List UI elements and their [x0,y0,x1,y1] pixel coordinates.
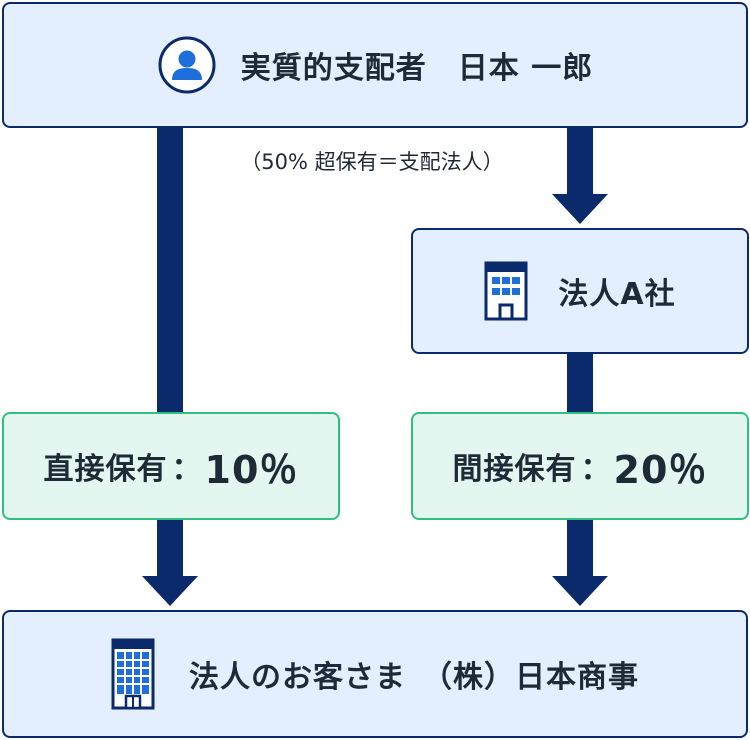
direct-holding-box: 直接保有 ： 10％ [2,412,340,520]
arrow-top-right-shaft [567,126,593,196]
corporate-customer-box: 法人のお客さま （株）日本商事 [2,610,748,738]
indirect-holding-label: 間接保有 [452,452,577,487]
corporation-a-label: 法人A社 [558,277,676,312]
beneficial-owner-box: 実質的支配者 日本 一郎 [2,2,748,128]
indirect-holding-percent: 20％ [613,447,708,492]
arrow-bottom-right-head [552,576,608,606]
arrow-left-head [142,576,198,606]
direct-holding-percent: 10％ [204,447,299,492]
arrow-top-right-head [552,194,608,224]
control-note: （50% 超保有＝支配法人） [240,150,504,174]
corporate-customer-label: 法人のお客さま （株）日本商事 [189,660,639,695]
person-icon [157,35,217,95]
beneficial-owner-label: 実質的支配者 日本 一郎 [240,51,594,86]
corporation-a-box: 法人A社 [411,228,749,354]
direct-holding-colon: ： [171,452,203,487]
indirect-holding-box: 間接保有 ： 20％ [411,412,749,520]
building-icon [484,261,528,321]
indirect-holding-colon: ： [580,452,612,487]
direct-holding-label: 直接保有 [43,452,168,487]
office-building-icon [111,638,155,710]
